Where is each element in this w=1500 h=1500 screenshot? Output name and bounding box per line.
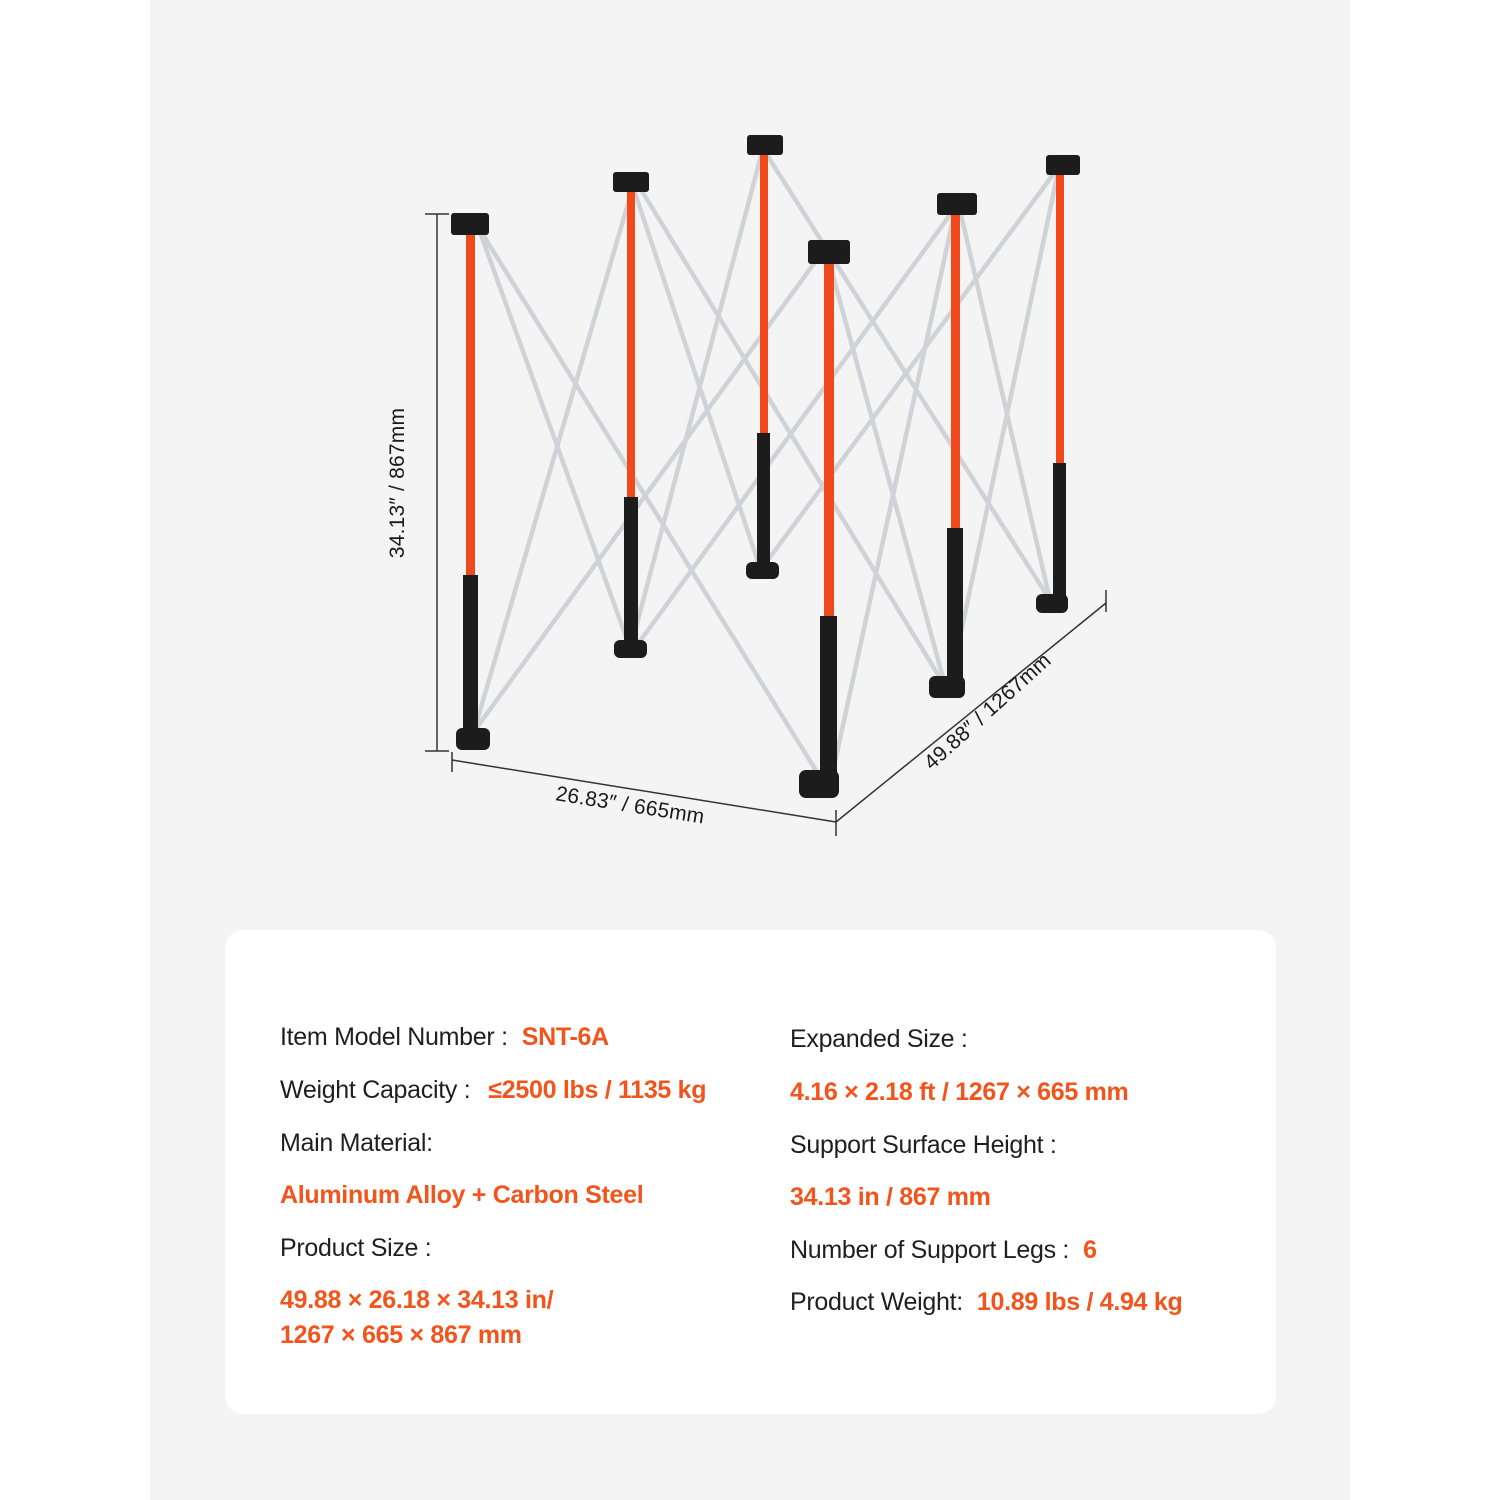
surface-height-value: 34.13 in / 867 mm	[790, 1183, 991, 1211]
material-value-row: Aluminum Alloy + Carbon Steel	[280, 1180, 644, 1210]
model-label: Item Model Number :	[280, 1023, 508, 1051]
material-value: Aluminum Alloy + Carbon Steel	[280, 1181, 644, 1209]
product-size-label-row: Product Size :	[280, 1233, 432, 1263]
model-value: SNT-6A	[521, 1023, 609, 1051]
legs-label: Number of Support Legs :	[790, 1236, 1070, 1264]
product-illustration: 34.13″ / 867mm 26.83″ / 665mm 49.88″ / 1…	[386, 135, 1107, 836]
surface-height-label-row: Support Surface Height :	[790, 1130, 1057, 1160]
leg-back-left	[613, 172, 649, 658]
legs-value: 6	[1083, 1236, 1097, 1264]
expanded-value: 4.16 × 2.18 ft / 1267 × 665 mm	[790, 1078, 1129, 1106]
material-label-row: Main Material:	[280, 1128, 433, 1158]
expanded-label: Expanded Size :	[790, 1025, 968, 1053]
product-size-label: Product Size :	[280, 1234, 432, 1262]
weight-row: Product Weight: 10.89 lbs / 4.94 kg	[790, 1287, 1183, 1317]
sawhorse-frame-drawing	[425, 135, 1107, 836]
leg-right-front	[929, 193, 977, 698]
capacity-row: Weight Capacity : ≤2500 lbs / 1135 kg	[280, 1075, 707, 1105]
weight-value: 10.89 lbs / 4.94 kg	[976, 1288, 1183, 1316]
surface-height-value-row: 34.13 in / 867 mm	[790, 1182, 991, 1212]
support-legs	[451, 135, 1080, 798]
leg-front-left	[451, 213, 490, 750]
capacity-label: Weight Capacity :	[280, 1076, 471, 1104]
product-size-value-line1: 49.88 × 26.18 × 34.13 in/	[280, 1286, 554, 1314]
product-size-value-row-1: 49.88 × 26.18 × 34.13 in/	[280, 1285, 554, 1315]
legs-row: Number of Support Legs : 6	[790, 1235, 1097, 1265]
cross-struts	[472, 149, 1061, 788]
material-label: Main Material:	[280, 1129, 433, 1157]
dimension-lines	[425, 213, 1107, 836]
expanded-label-row: Expanded Size :	[790, 1024, 968, 1054]
height-dimension-label: 34.13″ / 867mm	[386, 407, 409, 559]
leg-back-middle	[746, 135, 783, 579]
model-row: Item Model Number : SNT-6A	[280, 1022, 609, 1052]
expanded-value-row: 4.16 × 2.18 ft / 1267 × 665 mm	[790, 1077, 1129, 1107]
surface-height-label: Support Surface Height :	[790, 1131, 1057, 1159]
leg-right-back	[1036, 155, 1080, 613]
product-size-value-line2: 1267 × 665 × 867 mm	[280, 1321, 522, 1349]
weight-label: Product Weight:	[790, 1288, 963, 1316]
specifications-card: Item Model Number : SNT-6A Weight Capacit…	[225, 930, 1276, 1414]
leg-front-middle	[799, 240, 850, 798]
product-size-value-row-2: 1267 × 665 × 867 mm	[280, 1320, 522, 1350]
capacity-value: ≤2500 lbs / 1135 kg	[488, 1076, 707, 1104]
